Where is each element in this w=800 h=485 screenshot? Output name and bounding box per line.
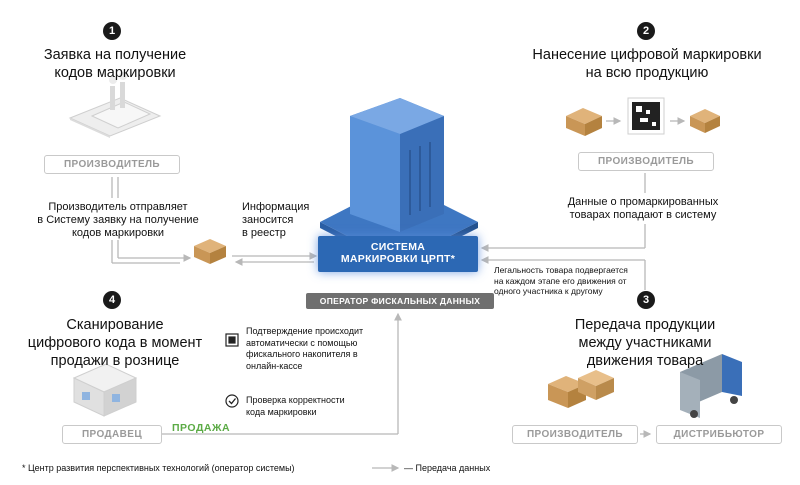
step-1-note: Производитель отправляет в Систему заявк… <box>37 201 199 239</box>
step-4-confirmation-note: Подтверждение происходит автоматически с… <box>246 326 364 371</box>
step-3-note: Легальность товара подвергается на каждо… <box>494 265 628 296</box>
connector-step1 <box>111 177 318 266</box>
step-3-role-producer: ПРОИЗВОДИТЕЛЬ <box>512 425 638 444</box>
step-3-role-distributor: ДИСТРИБЬЮТОР <box>656 425 782 444</box>
step-1-number: 1 <box>103 22 121 40</box>
step-2-title: Нанесение цифровой маркировки на всю про… <box>532 47 762 81</box>
footnote: * Центр развития перспективных технологи… <box>22 463 295 473</box>
connector-step2 <box>480 173 646 252</box>
step-4-check-note: Проверка корректности кода маркировки <box>246 395 345 417</box>
sale-label: ПРОДАЖА <box>172 422 231 434</box>
step-2-note: Данные о промаркированных товарах попада… <box>567 196 719 221</box>
store-icon <box>72 363 138 417</box>
qr-scan-icon <box>225 333 239 347</box>
factory-icon <box>68 72 162 138</box>
delivery-illustration <box>548 354 742 418</box>
legend-label: — Передача данных <box>404 463 491 473</box>
step-3-number: 3 <box>637 291 655 309</box>
step-1-role-badge: ПРОИЗВОДИТЕЛЬ <box>44 155 180 174</box>
step-2-role-badge: ПРОИЗВОДИТЕЛЬ <box>578 152 714 171</box>
step-4-number: 4 <box>103 291 121 309</box>
step-4-role-badge: ПРОДАВЕЦ <box>62 425 162 444</box>
step-4-title: Сканирование цифрового кода в момент про… <box>27 317 203 369</box>
marking-system-label: СИСТЕМА МАРКИРОВКИ ЦРПТ* <box>318 236 478 272</box>
registry-note: Информация заносится в реестр <box>242 201 310 239</box>
step-3-title: Передача продукции между участниками дви… <box>574 317 716 369</box>
step-2-number: 2 <box>637 22 655 40</box>
check-icon <box>225 394 239 408</box>
connector-step4 <box>160 312 402 435</box>
labeling-illustration <box>566 97 720 136</box>
connector-step3 <box>480 256 652 438</box>
step-1-title: Заявка на получение кодов маркировки <box>43 47 187 81</box>
package-icon <box>194 239 226 264</box>
fiscal-data-operator-label: ОПЕРАТОР ФИСКАЛЬНЫХ ДАННЫХ <box>306 293 494 309</box>
